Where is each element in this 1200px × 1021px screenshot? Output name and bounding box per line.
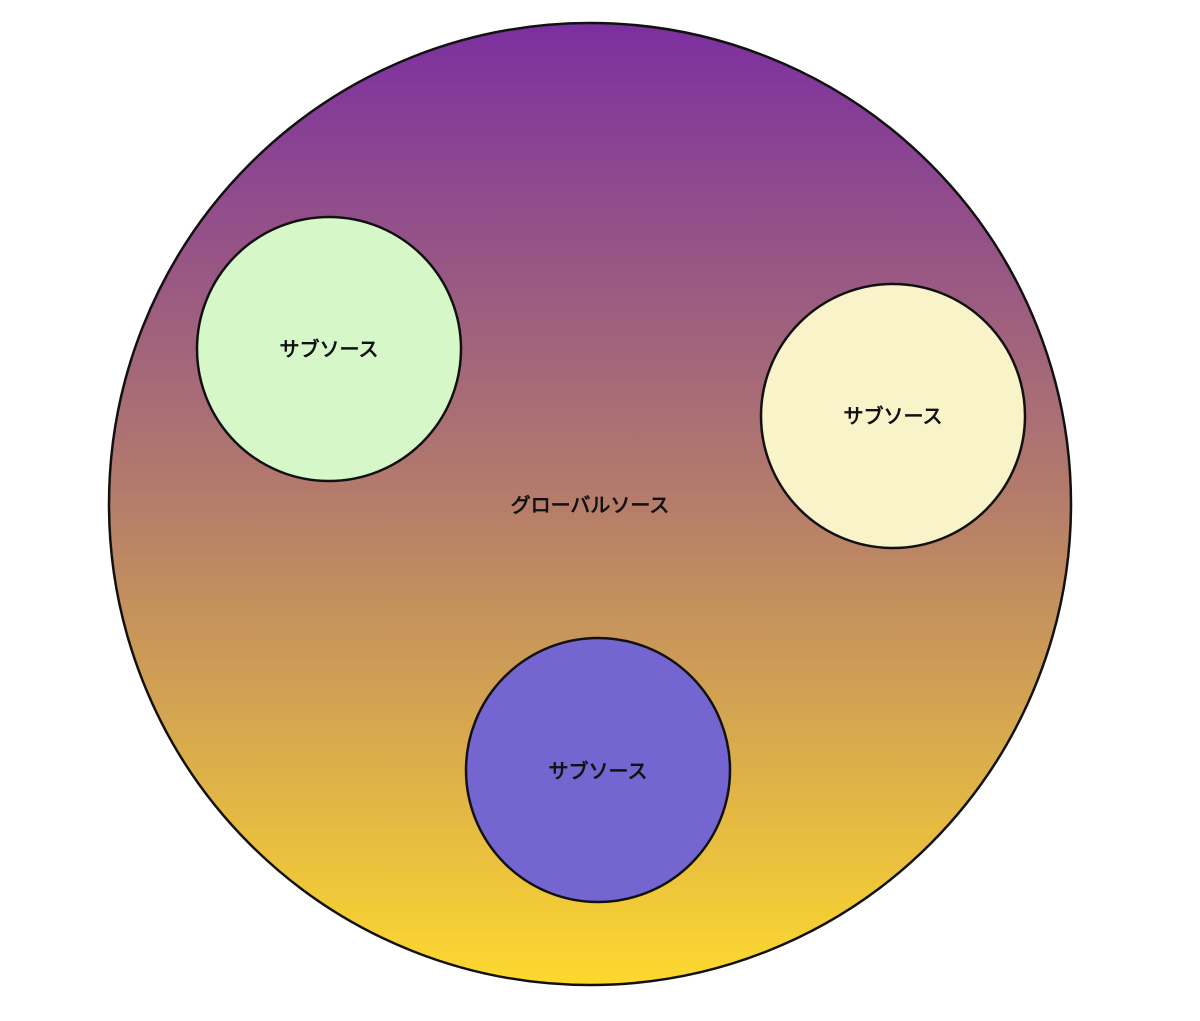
sub-source-label-2: サブソース <box>844 404 943 428</box>
sub-source-node-3: サブソース <box>464 636 732 904</box>
sub-source-node-2: サブソース <box>759 282 1027 550</box>
global-source-label: グローバルソース <box>511 493 670 517</box>
sub-source-circle-2 <box>759 282 1027 550</box>
sub-source-label-3: サブソース <box>549 759 648 783</box>
sub-source-circle-1 <box>195 215 463 483</box>
sub-source-node-1: サブソース <box>195 215 463 483</box>
sub-source-circle-3 <box>464 636 732 904</box>
sub-source-label-1: サブソース <box>280 337 379 361</box>
